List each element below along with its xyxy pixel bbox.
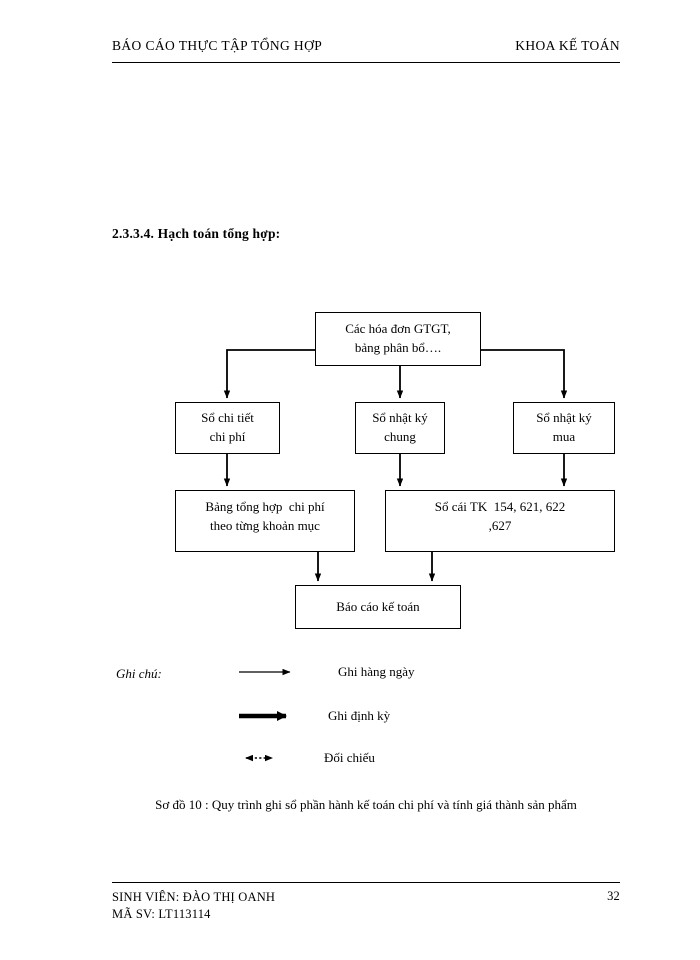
node-purchase-line2: mua xyxy=(552,429,576,444)
flowchart-node-cost-summary: Bảng tổng hợp chi phí theo từng khoản mụ… xyxy=(175,490,355,552)
section-heading: 2.3.3.4. Hạch toán tổng hợp: xyxy=(112,226,281,241)
node-ledger-line2: ,627 xyxy=(488,517,512,533)
page-footer: SINH VIÊN: ĐÀO THỊ OANH MÃ SV: LT113114 … xyxy=(112,889,620,923)
page-header: BÁO CÁO THỰC TẬP TỔNG HỢP KHOA KẾ TOÁN xyxy=(112,38,620,54)
header-divider xyxy=(112,62,620,63)
legend-item-periodic: Ghi định kỳ xyxy=(238,708,390,724)
footer-student-info: SINH VIÊN: ĐÀO THỊ OANH MÃ SV: LT113114 xyxy=(112,889,275,923)
dotted-double-arrow-icon xyxy=(238,750,284,766)
page-number: 32 xyxy=(607,889,620,903)
node-report-line1: Báo cáo kế toán xyxy=(336,598,420,614)
figure-caption: Sơ đồ 10 : Quy trình ghi sổ phần hành kế… xyxy=(155,797,577,812)
legend-label-compare: Đối chiếu xyxy=(324,750,375,765)
footer-student-id: MÃ SV: LT113114 xyxy=(112,906,211,921)
header-title-left: BÁO CÁO THỰC TẬP TỔNG HỢP xyxy=(112,38,323,53)
footer-divider xyxy=(112,882,620,883)
connector-source-to-purchase xyxy=(481,349,568,399)
node-detail-line1: Sổ chi tiết xyxy=(201,410,254,426)
node-ledger-line1: Sổ cái TK 154, 621, 622 xyxy=(434,499,566,514)
flowchart-node-accounting-report: Báo cáo kế toán xyxy=(295,585,461,629)
footer-student-name: SINH VIÊN: ĐÀO THỊ OANH xyxy=(112,890,276,904)
thin-arrow-icon xyxy=(238,664,300,680)
node-summary-line2: theo từng khoản mục xyxy=(210,517,320,533)
legend-item-daily: Ghi hàng ngày xyxy=(238,664,415,680)
node-source-line1: Các hóa đơn GTGT, xyxy=(345,321,451,337)
connector-source-to-detail xyxy=(223,349,315,399)
flowchart-node-source-documents: Các hóa đơn GTGT, bảng phân bổ…. xyxy=(315,312,481,366)
header-title-right: KHOA KẾ TOÁN xyxy=(515,38,620,53)
node-journal-line1: Sổ nhật ký xyxy=(372,410,428,426)
node-detail-line2: chi phí xyxy=(209,429,246,444)
flowchart-node-purchase-journal: Sổ nhật ký mua xyxy=(513,402,615,454)
legend-title: Ghi chú: xyxy=(116,666,162,681)
thick-arrow-icon xyxy=(238,708,300,724)
legend-label-daily: Ghi hàng ngày xyxy=(338,664,415,679)
flowchart-node-general-journal: Sổ nhật ký chung xyxy=(355,402,445,454)
node-purchase-line1: Sổ nhật ký xyxy=(536,410,592,426)
flowchart-node-general-ledger: Sổ cái TK 154, 621, 622 ,627 xyxy=(385,490,615,552)
node-source-line2: bảng phân bổ…. xyxy=(354,340,442,355)
node-journal-line2: chung xyxy=(384,429,416,444)
legend-item-compare: Đối chiếu xyxy=(238,750,375,766)
node-summary-line1: Bảng tổng hợp chi phí xyxy=(205,499,325,514)
flowchart-node-detail-ledger: Sổ chi tiết chi phí xyxy=(175,402,280,454)
legend-label-periodic: Ghi định kỳ xyxy=(328,708,391,723)
